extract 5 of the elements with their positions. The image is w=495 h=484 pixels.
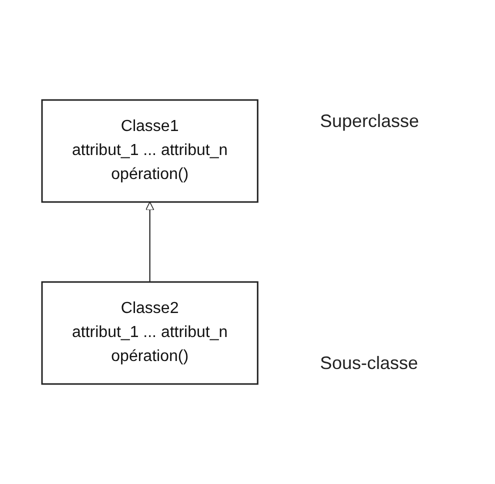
node-box: Classe2 attribut_1 ... attribut_n opération(): [41, 281, 259, 385]
role-label: Sous-classe: [320, 352, 420, 374]
node-box: Classe1 attribut_1 ... attribut_n opération(): [41, 99, 259, 203]
role-label: Superclasse: [320, 110, 420, 132]
arrow: [146, 202, 154, 282]
